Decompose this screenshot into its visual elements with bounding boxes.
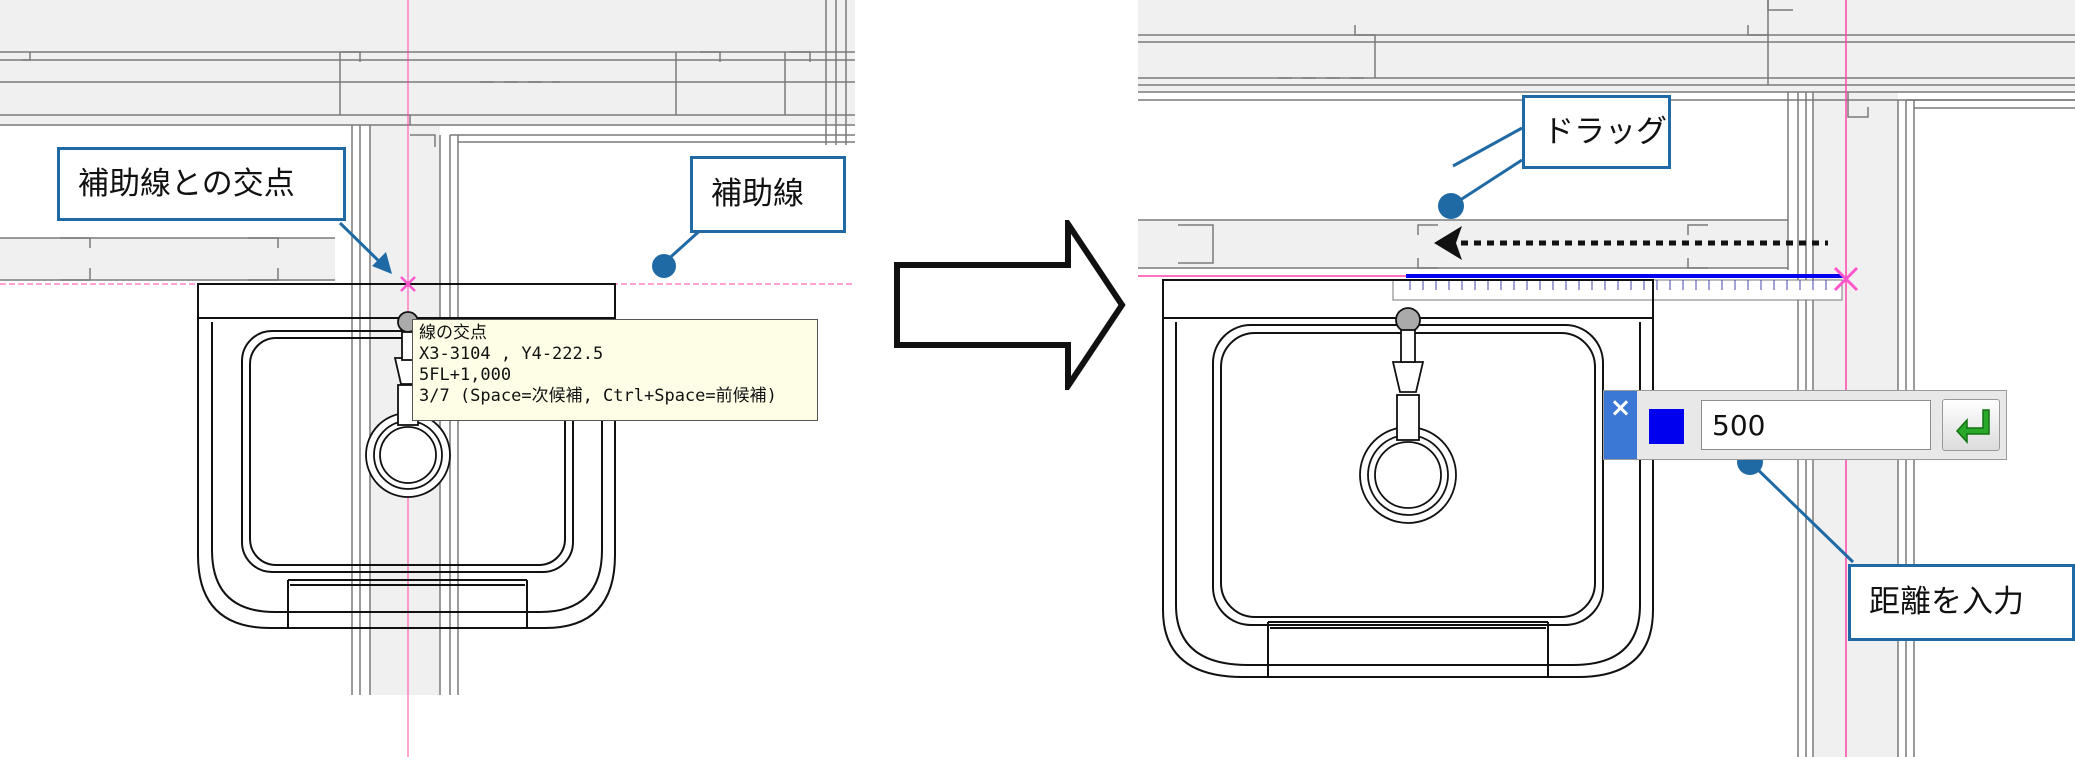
distance-input[interactable] <box>1701 400 1931 450</box>
callout-distance-text: 距離を入力 <box>1869 584 2024 620</box>
left-cad-drawing <box>0 0 855 757</box>
enter-button[interactable] <box>1942 399 2000 451</box>
color-swatch[interactable] <box>1649 409 1684 444</box>
close-button[interactable]: × <box>1604 391 1637 459</box>
tooltip-line-1: 線の交点 <box>419 323 487 343</box>
callout-arrowhead-icon <box>372 252 392 274</box>
callout-dot-icon <box>652 254 676 278</box>
drag-arrowhead-icon <box>1434 226 1462 260</box>
callout-guide-line-text: 補助線 <box>711 176 804 212</box>
snap-cross-icon <box>400 276 416 292</box>
callout-intersection-text: 補助線との交点 <box>78 165 295 202</box>
callout-intersection-label: 補助線との交点 <box>57 147 346 221</box>
callout-drag-text: ドラッグ <box>1543 113 1667 150</box>
enter-return-icon <box>1955 409 1990 444</box>
right-cad-view: ドラッグ 距離を入力 × <box>1138 0 2075 757</box>
callout-drag-label: ドラッグ <box>1522 95 1671 169</box>
distance-input-bar: × <box>1603 390 2007 460</box>
snap-tooltip: 線の交点 X3-3104 , Y4-222.5 5FL+1,000 3/7 (S… <box>412 319 818 421</box>
tooltip-line-2: X3-3104 , Y4-222.5 <box>419 344 604 364</box>
callout-guide-line-label: 補助線 <box>690 156 846 233</box>
callout-distance-label: 距離を入力 <box>1848 564 2075 641</box>
close-icon: × <box>1609 393 1632 423</box>
tooltip-line-4: 3/7 (Space=次候補, Ctrl+Space=前候補) <box>419 386 777 406</box>
left-cad-view: 補助線との交点 補助線 線の交点 X3-3104 , Y4-222.5 5FL+… <box>0 0 855 757</box>
right-arrow-icon <box>894 220 1126 390</box>
snap-cross-icon <box>1833 266 1859 292</box>
tooltip-line-3: 5FL+1,000 <box>419 365 512 385</box>
